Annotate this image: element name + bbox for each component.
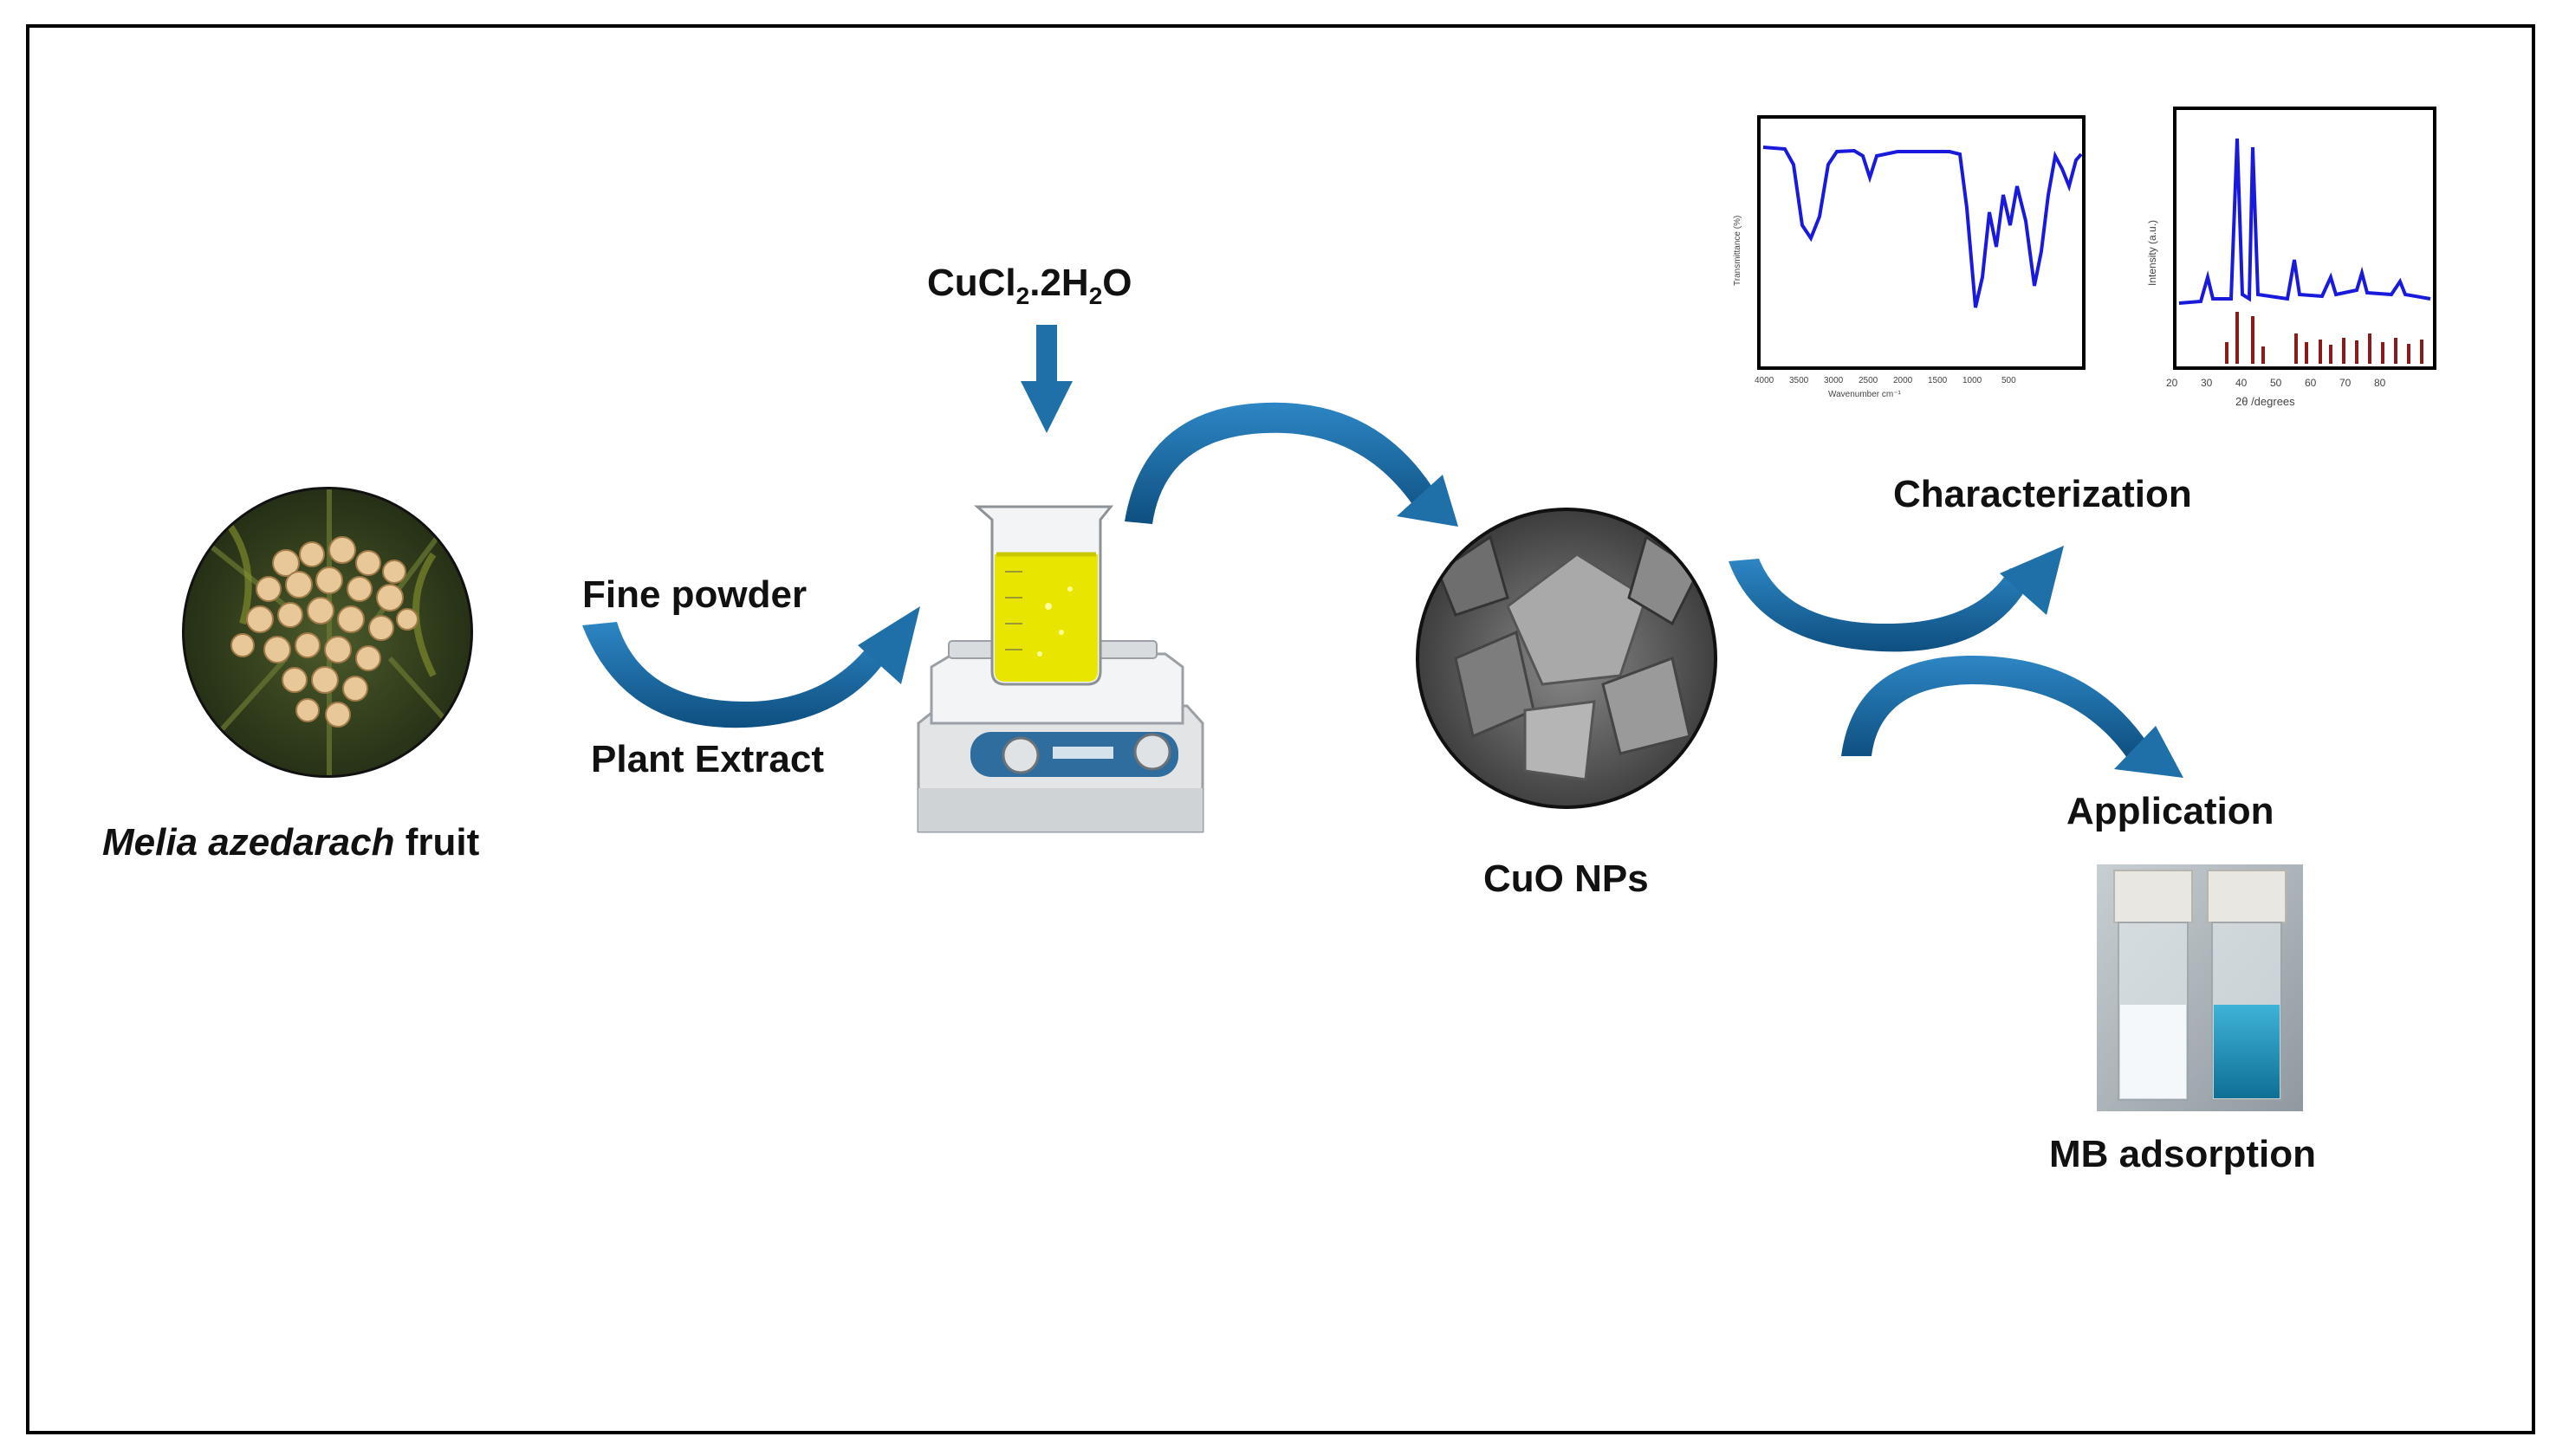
application-label: Application [2066, 790, 2274, 832]
svg-text:20: 20 [2166, 377, 2178, 389]
cuo-nps-label: CuO NPs [1483, 857, 1649, 900]
hotplate-stirrer [917, 640, 1204, 833]
svg-text:60: 60 [2305, 377, 2317, 389]
svg-text:Transmittance (%): Transmittance (%) [1733, 216, 1742, 286]
svg-text:80: 80 [2374, 377, 2386, 389]
svg-text:1500: 1500 [1928, 376, 1948, 385]
cuo-sem-image [1416, 508, 1717, 809]
characterization-label: Characterization [1893, 473, 2192, 515]
arrow-to-characterization [1729, 546, 2064, 652]
plant-extract-label: Plant Extract [591, 738, 824, 780]
beaker-plant-extract [974, 505, 1114, 686]
svg-text:70: 70 [2339, 377, 2352, 389]
reagent-text-mid: .2H [1029, 262, 1089, 304]
fine-powder-label: Fine powder [582, 573, 808, 616]
fruit-label-italic: Melia azedarach [102, 821, 395, 864]
svg-text:2500: 2500 [1859, 376, 1878, 385]
svg-text:1000: 1000 [1962, 376, 1982, 385]
reagent-down-arrow [1021, 325, 1073, 433]
svg-text:3000: 3000 [1824, 376, 1844, 385]
svg-text:4000: 4000 [1755, 376, 1774, 385]
svg-text:Intensity (a.u.): Intensity (a.u.) [2146, 220, 2158, 286]
reagent-subscript-1: 2 [1015, 281, 1030, 309]
mb-adsorption-photo [2097, 864, 2303, 1111]
svg-text:30: 30 [2201, 377, 2213, 389]
reagent-text: CuCl [927, 262, 1016, 304]
arrow-powder-to-extract [582, 606, 920, 728]
svg-text:50: 50 [2270, 377, 2282, 389]
xrd-pattern: 20 30 40 50 60 70 80 2θ /degrees Intensity (a… [2146, 107, 2436, 408]
reagent-label: CuCl2.2H2O [927, 262, 1132, 310]
arrow-to-application [1841, 655, 2183, 778]
figure-frame [26, 24, 2535, 1434]
ftir-spectrum: 4000 3500 3000 2500 2000 1500 1000 500 Transm… [1733, 115, 2086, 399]
svg-text:Wavenumber cm⁻¹: Wavenumber cm⁻¹ [1828, 390, 1901, 399]
reagent-text-end: O [1102, 262, 1132, 304]
melia-fruit-photo [182, 487, 473, 778]
svg-text:3500: 3500 [1789, 376, 1809, 385]
svg-text:2θ /degrees: 2θ /degrees [2235, 395, 2295, 408]
svg-text:40: 40 [2235, 377, 2248, 389]
arrow-to-cuo [1125, 402, 1458, 527]
fruit-label-plain: fruit [394, 821, 480, 864]
svg-text:2000: 2000 [1893, 376, 1913, 385]
mb-adsorption-label: MB adsorption [2049, 1133, 2316, 1175]
svg-text:500: 500 [2001, 376, 2016, 385]
fruit-label: Melia azedarach fruit [102, 821, 479, 864]
reagent-subscript-2: 2 [1088, 281, 1103, 309]
